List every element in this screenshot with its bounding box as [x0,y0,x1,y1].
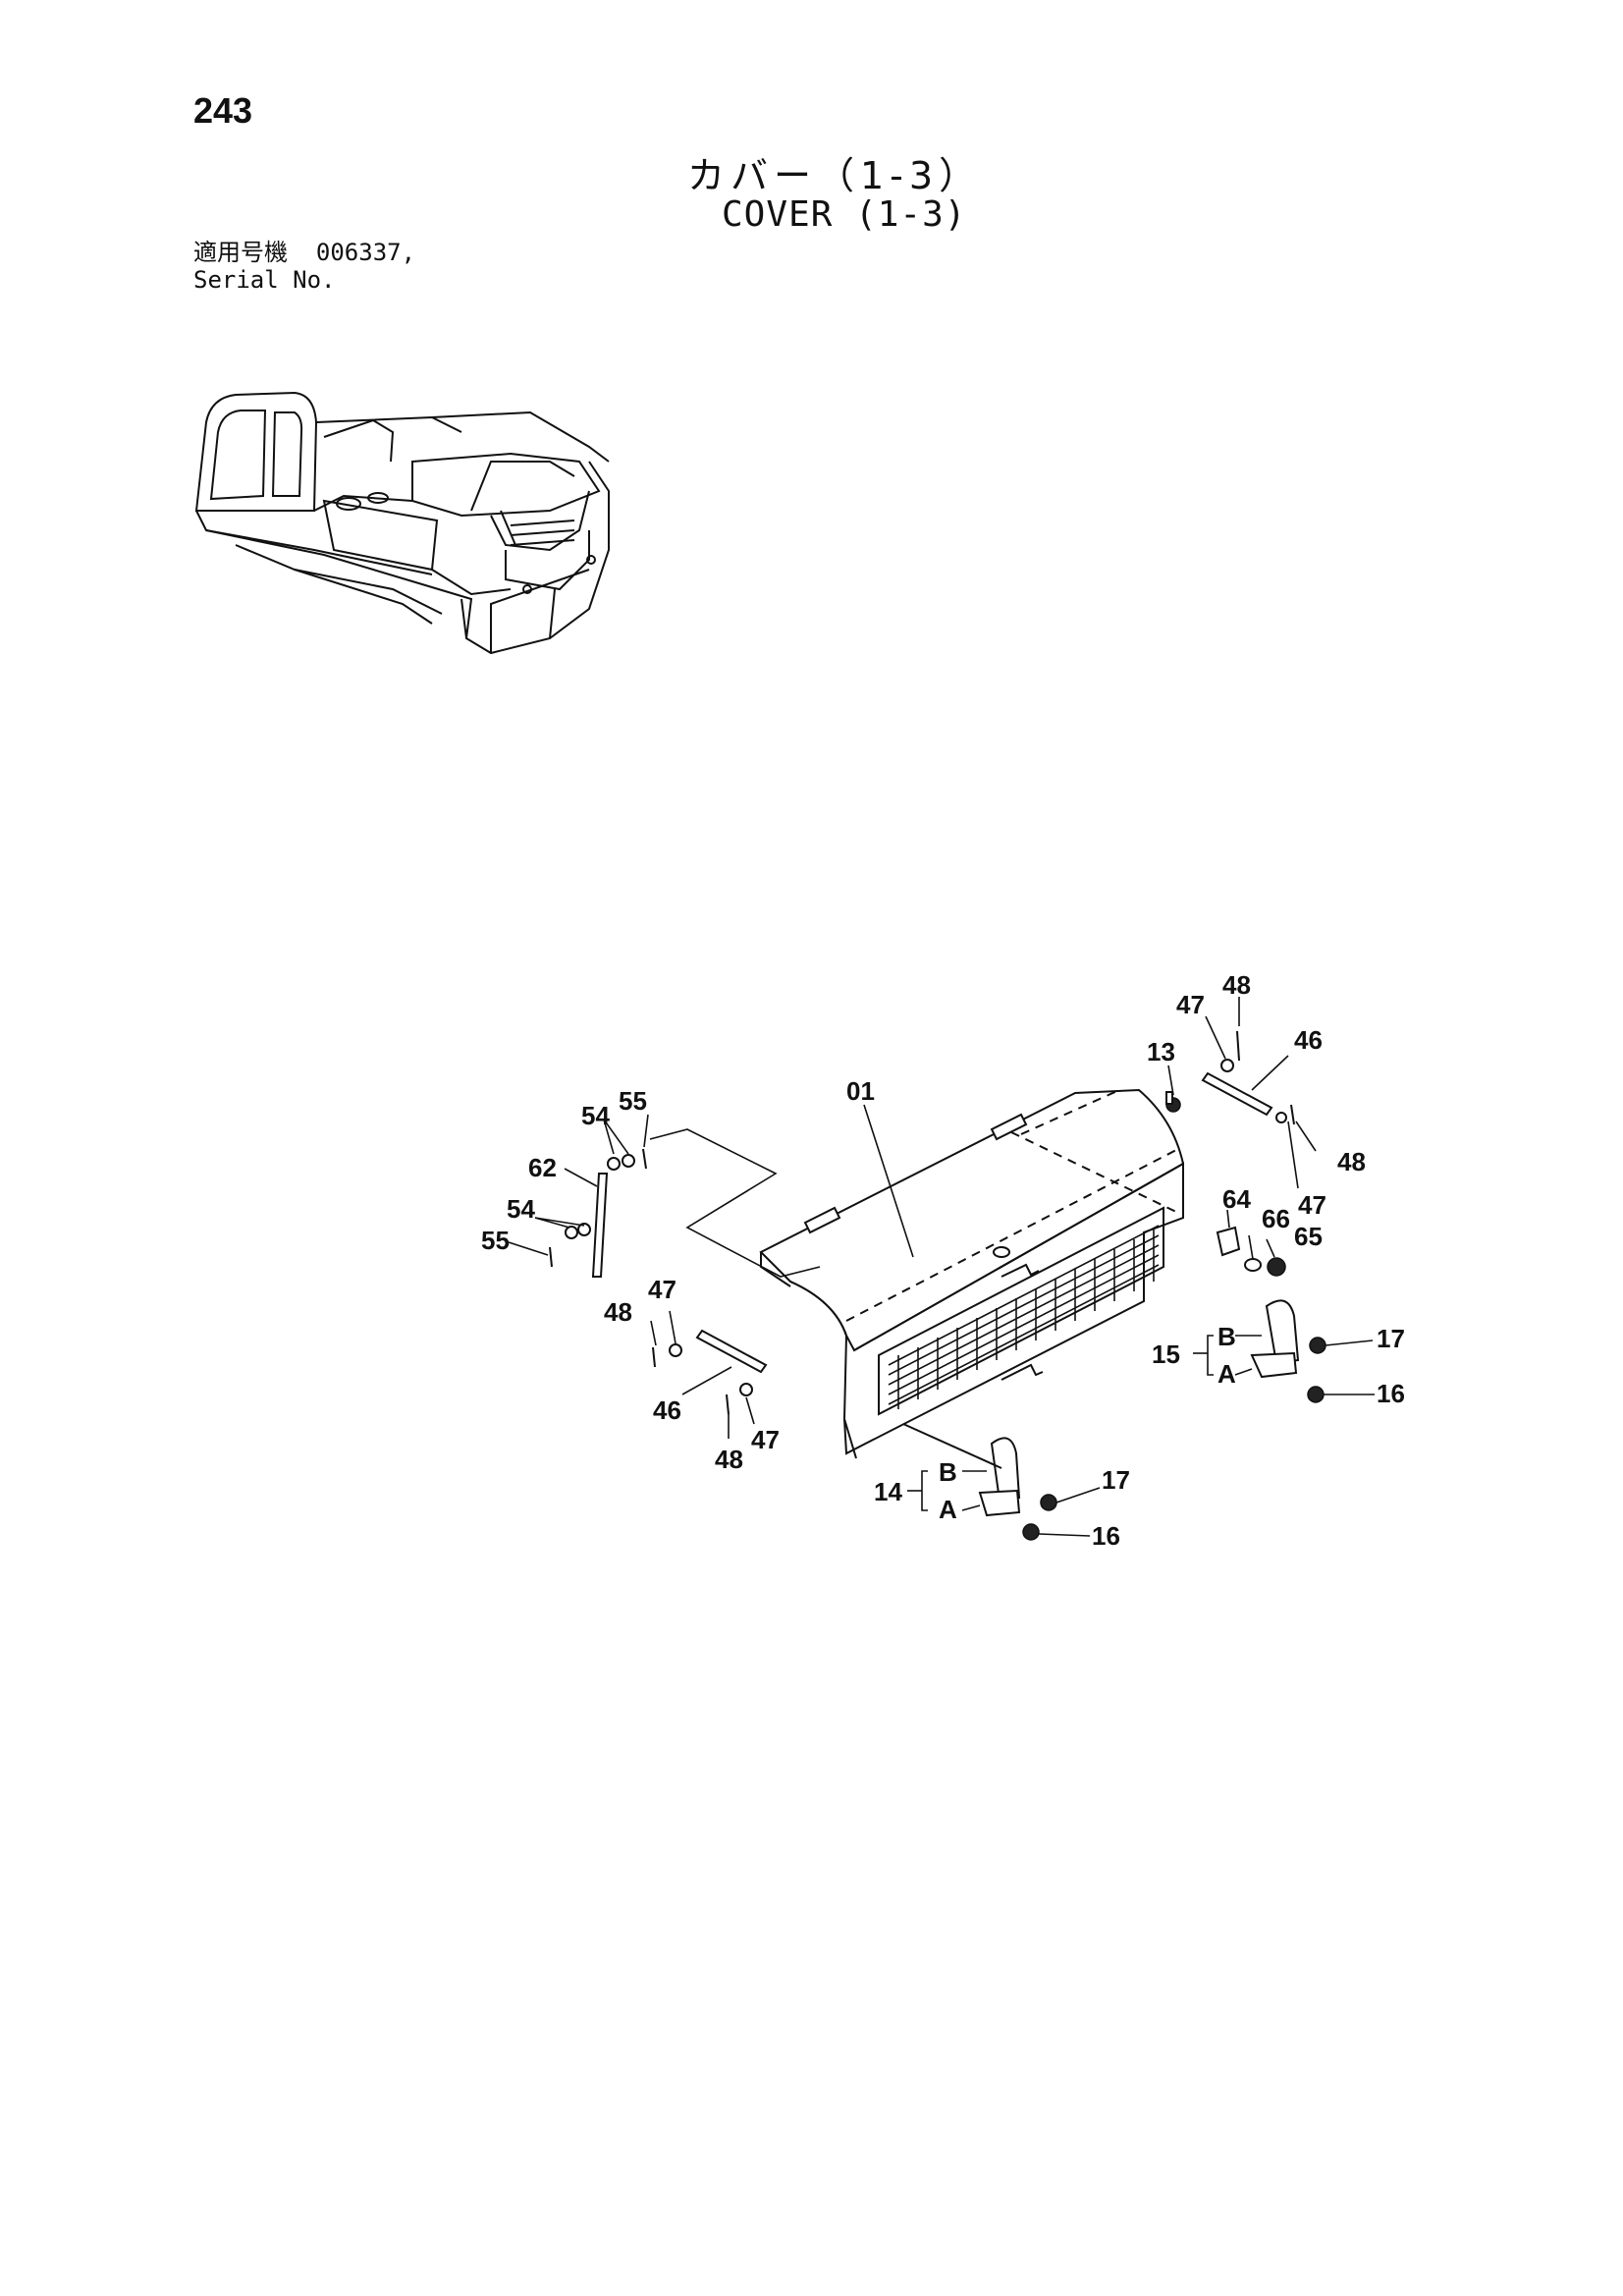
callout-17-bottom: 17 [1102,1465,1130,1495]
callout-13: 13 [1147,1037,1175,1066]
machine-overview-illustration [194,391,610,655]
callout-54-b: 54 [507,1194,535,1224]
callout-01: 01 [846,1076,875,1106]
leader-lines [508,997,1375,1537]
callout-17-right: 17 [1377,1324,1405,1353]
callout-14-a: A [939,1495,957,1524]
cover-assembly [649,1088,1185,1459]
page-title-english: COVER (1-3) [722,194,967,235]
callout-48-bottom: 48 [715,1445,743,1474]
callout-47-right: 47 [1298,1190,1326,1220]
page-title-japanese: カバー（1-3） [687,154,983,197]
callout-14-b: B [939,1457,957,1487]
callout-55-b: 55 [481,1226,510,1255]
latch-14 [902,1423,1057,1541]
callout-46-top: 46 [1294,1025,1323,1055]
callout-66: 66 [1262,1204,1290,1233]
latch-15 [1250,1299,1326,1403]
callout-15-a: A [1217,1359,1236,1389]
callout-15-b: B [1217,1322,1236,1351]
callout-62: 62 [528,1153,557,1182]
callout-14: 14 [874,1477,902,1506]
callout-labels: 01 13 47 48 46 48 47 54 55 62 54 55 64 6… [481,970,1405,1551]
callout-48-right: 48 [1337,1147,1366,1176]
grille-mesh [878,1206,1164,1416]
callout-46-left: 46 [653,1395,681,1425]
callout-16-bottom: 16 [1092,1521,1120,1551]
callout-48-left: 48 [604,1297,632,1327]
callout-64: 64 [1222,1184,1251,1214]
hardware-left [549,1148,768,1415]
callout-55-a: 55 [619,1086,647,1116]
callout-47-top: 47 [1176,990,1205,1019]
callout-47-left: 47 [648,1275,676,1304]
callout-65: 65 [1294,1222,1323,1251]
callout-48-top: 48 [1222,970,1251,1000]
callout-15: 15 [1152,1339,1180,1369]
page-number: 243 [193,90,253,131]
serial-label-japanese: 適用号機 [193,239,288,266]
serial-block: 適用号機 006337, Serial No. [193,239,415,294]
hardware-top-right [1165,1030,1295,1277]
callout-54-a: 54 [581,1101,610,1130]
callout-16-right: 16 [1377,1379,1405,1408]
callout-47-bottom: 47 [751,1425,780,1454]
serial-label-english: Serial No. [193,266,336,294]
serial-value: 006337, [315,239,416,266]
